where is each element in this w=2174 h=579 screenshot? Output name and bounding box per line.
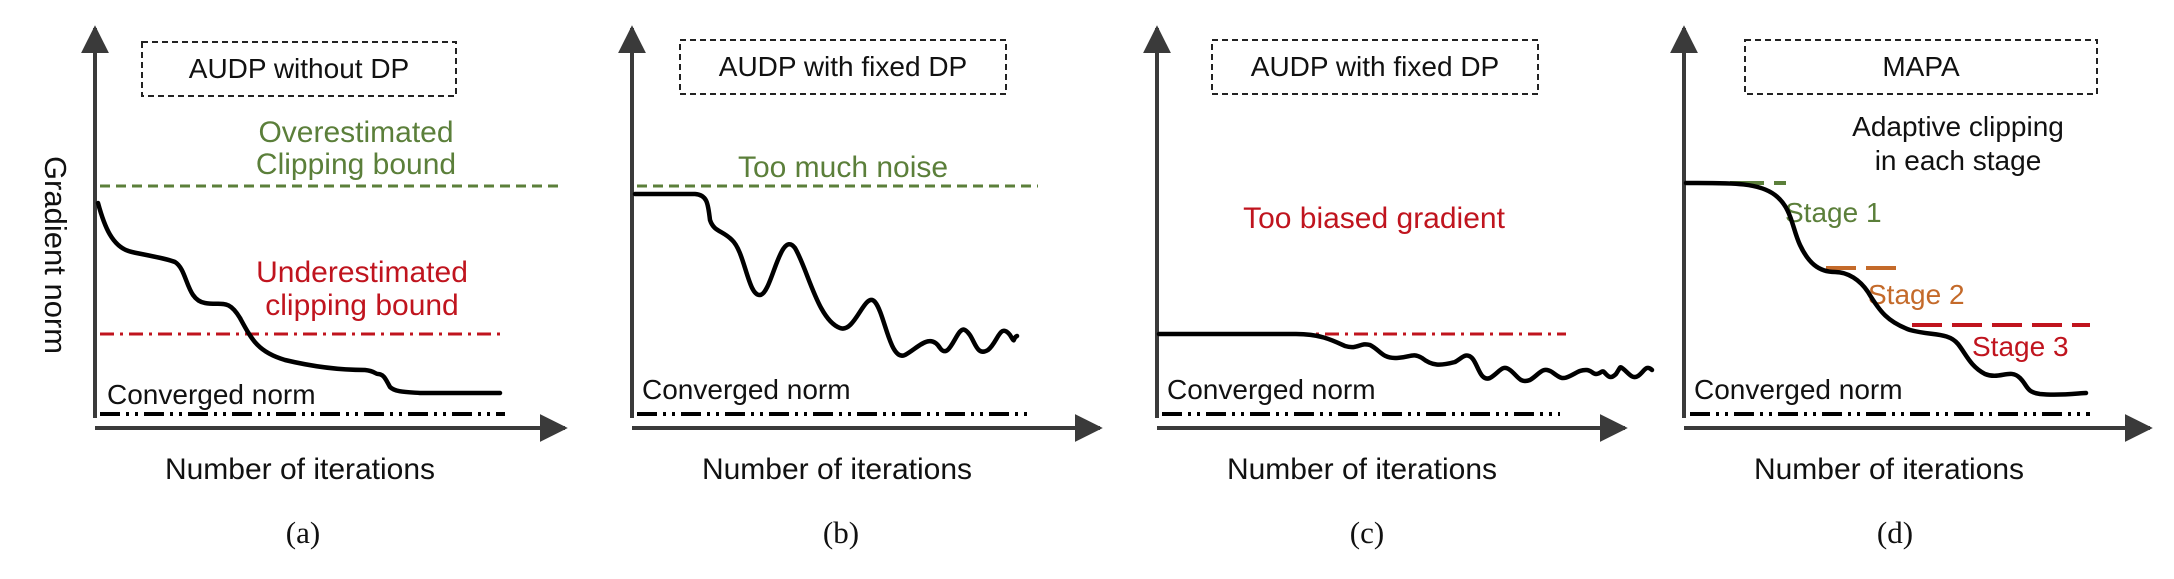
panel-caption: (d) bbox=[1877, 515, 1913, 550]
panel-caption: (a) bbox=[286, 515, 320, 550]
stage-3-label: Stage 3 bbox=[1972, 331, 2069, 362]
panel-title: AUDP without DP bbox=[189, 53, 409, 84]
title-box bbox=[1211, 39, 1539, 95]
x-axis-label: Number of iterations bbox=[702, 453, 972, 486]
converged-norm-label: Converged norm bbox=[1167, 374, 1376, 405]
green-label: Too much noise bbox=[738, 151, 948, 184]
panel-a: AUDP without DP Overestimated Clipping b… bbox=[81, 25, 568, 550]
x-axis-label: Number of iterations bbox=[1227, 453, 1497, 486]
adaptive-note-line2: in each stage bbox=[1875, 145, 2042, 176]
converged-norm-label: Converged norm bbox=[1694, 374, 1903, 405]
gradient-curve bbox=[632, 191, 1020, 358]
gradient-curve bbox=[1156, 331, 1655, 384]
gradient-curve bbox=[1683, 180, 2089, 397]
stage-1-label: Stage 1 bbox=[1785, 197, 1882, 228]
panel-title: MAPA bbox=[1882, 51, 1960, 82]
panel-b: AUDP with fixed DP Too much noise Conver… bbox=[618, 25, 1103, 550]
green-label-line2: Clipping bound bbox=[256, 148, 456, 181]
x-axis-label: Number of iterations bbox=[165, 453, 435, 486]
panel-title: AUDP with fixed DP bbox=[1251, 51, 1499, 82]
title-box bbox=[141, 41, 457, 97]
converged-norm-label: Converged norm bbox=[107, 379, 316, 410]
panel-title: AUDP with fixed DP bbox=[719, 51, 967, 82]
title-box bbox=[679, 39, 1007, 95]
title-box bbox=[1744, 39, 2098, 95]
adaptive-note-line1: Adaptive clipping bbox=[1852, 111, 2064, 142]
y-axis-label: Gradient norm bbox=[38, 156, 73, 354]
red-label: Too biased gradient bbox=[1243, 202, 1506, 235]
red-label-line2: clipping bound bbox=[265, 289, 459, 322]
red-label-line1: Underestimated bbox=[256, 256, 468, 289]
stage-2-label: Stage 2 bbox=[1868, 279, 1965, 310]
panel-caption: (c) bbox=[1350, 515, 1384, 550]
gradient-curve bbox=[95, 200, 503, 396]
panel-d: MAPA Adaptive clipping in each stage Sta… bbox=[1670, 25, 2153, 550]
panel-caption: (b) bbox=[823, 515, 859, 550]
x-axis-label: Number of iterations bbox=[1754, 453, 2024, 486]
green-label-line1: Overestimated bbox=[258, 116, 453, 149]
panel-c: AUDP with fixed DP Too biased gradient C… bbox=[1143, 25, 1655, 550]
converged-norm-label: Converged norm bbox=[642, 374, 851, 405]
